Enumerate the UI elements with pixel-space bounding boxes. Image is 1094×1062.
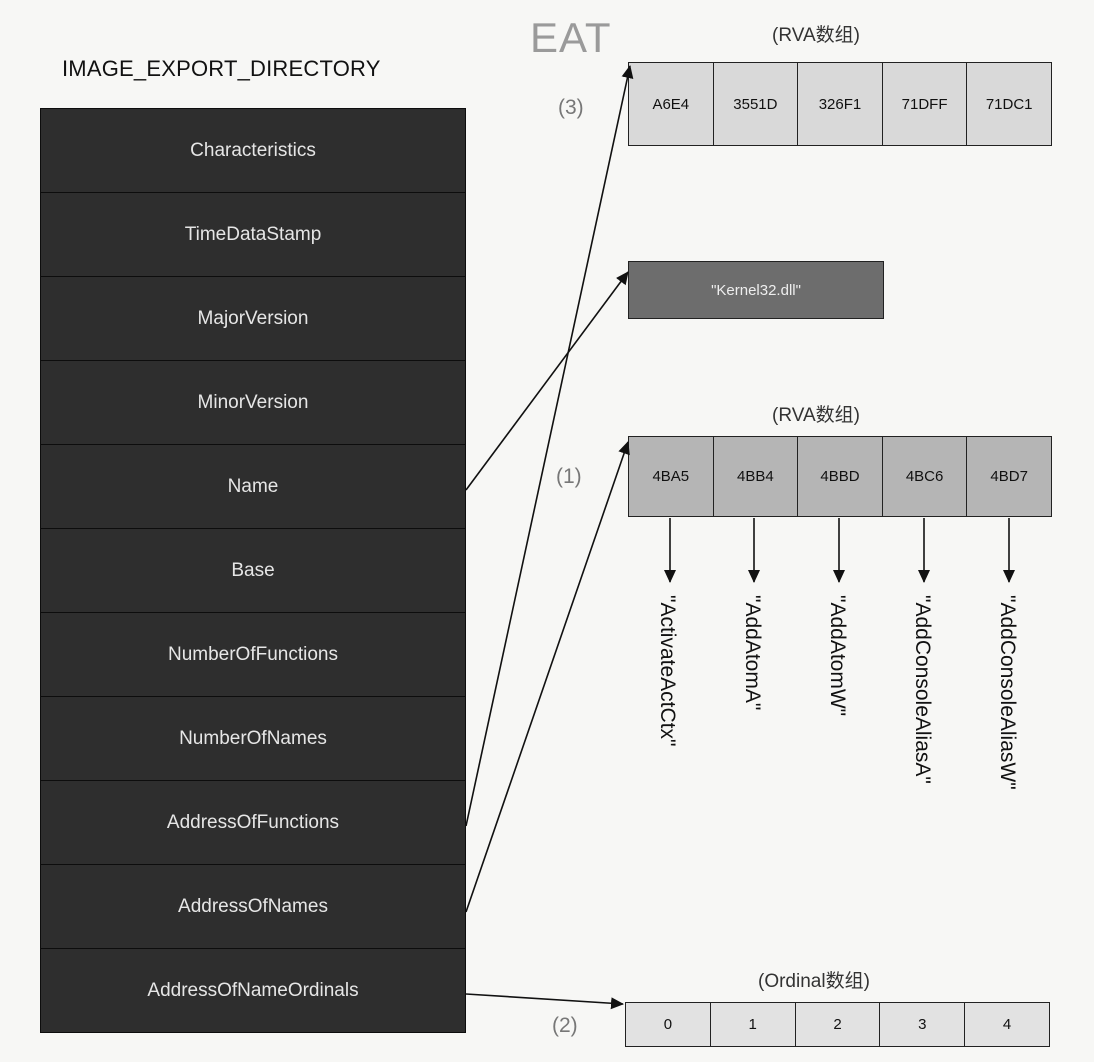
- arrow-names-to-array: [465, 441, 630, 913]
- function-name-add-console-alias-w: "AddConsoleAliasW": [996, 595, 1019, 790]
- field-name: Name: [40, 444, 466, 529]
- names-cell: 4BA5: [652, 468, 690, 485]
- function-name-activate-act-ctx: "ActivateActCtx": [656, 595, 679, 747]
- eat-caption: (RVA数组): [772, 25, 860, 46]
- eat-cell: 326F1: [797, 63, 882, 145]
- field-address-of-functions: AddressOfFunctions: [40, 780, 466, 865]
- ordinal-cell: 2: [794, 1003, 880, 1046]
- arrow-functions-to-eat: [465, 65, 634, 827]
- field-number-of-functions: NumberOfFunctions: [40, 612, 466, 697]
- names-array: 4BA5 4BB4 4BBD 4BC6 4BD7: [628, 436, 1052, 517]
- eat-cell: 71DFF: [881, 63, 967, 145]
- eat-cell: 71DC1: [966, 63, 1051, 145]
- ordinal-cell: 3: [879, 1003, 964, 1046]
- dll-name-box: "Kernel32.dll": [628, 261, 884, 319]
- ordinal-array-index-label: (2): [552, 1014, 578, 1037]
- field-base: Base: [40, 528, 466, 613]
- ordinal-cell: 4: [964, 1003, 1049, 1046]
- names-cell: 4BBD: [797, 437, 882, 516]
- field-address-of-names: AddressOfNames: [40, 864, 466, 949]
- eat-index-label: (3): [558, 96, 584, 119]
- field-time-data-stamp: TimeDataStamp: [40, 192, 466, 277]
- field-number-of-names: NumberOfNames: [40, 696, 466, 781]
- ordinal-array: 0 1 2 3 4: [625, 1002, 1050, 1047]
- names-array-caption: (RVA数组): [772, 405, 860, 426]
- arrow-name-to-dll: [465, 271, 629, 491]
- arrow-ordinals-to-array: [465, 993, 624, 1010]
- directory-title: IMAGE_EXPORT_DIRECTORY: [62, 56, 381, 81]
- function-name-add-atom-w: "AddAtomW": [826, 595, 849, 717]
- field-characteristics: Characteristics: [40, 108, 466, 193]
- function-name-add-console-alias-a: "AddConsoleAliasA": [911, 595, 934, 784]
- eat-array: A6E4 3551D 326F1 71DFF 71DC1: [628, 62, 1052, 146]
- eat-label: EAT: [530, 14, 612, 61]
- eat-cell: 3551D: [712, 63, 798, 145]
- names-cell: 4BB4: [712, 437, 798, 516]
- function-name-add-atom-a: "AddAtomA": [741, 595, 764, 711]
- ordinal-cell: 0: [663, 1016, 673, 1033]
- names-cell: 4BD7: [966, 437, 1051, 516]
- ordinal-cell: 1: [709, 1003, 795, 1046]
- field-address-of-name-ordinals: AddressOfNameOrdinals: [40, 948, 466, 1033]
- ordinal-array-caption: (Ordinal数组): [758, 971, 870, 992]
- eat-cell: A6E4: [652, 95, 690, 113]
- export-directory-table: Characteristics TimeDataStamp MajorVersi…: [40, 108, 466, 1033]
- field-minor-version: MinorVersion: [40, 360, 466, 445]
- names-cell: 4BC6: [881, 437, 967, 516]
- names-array-index-label: (1): [556, 465, 582, 488]
